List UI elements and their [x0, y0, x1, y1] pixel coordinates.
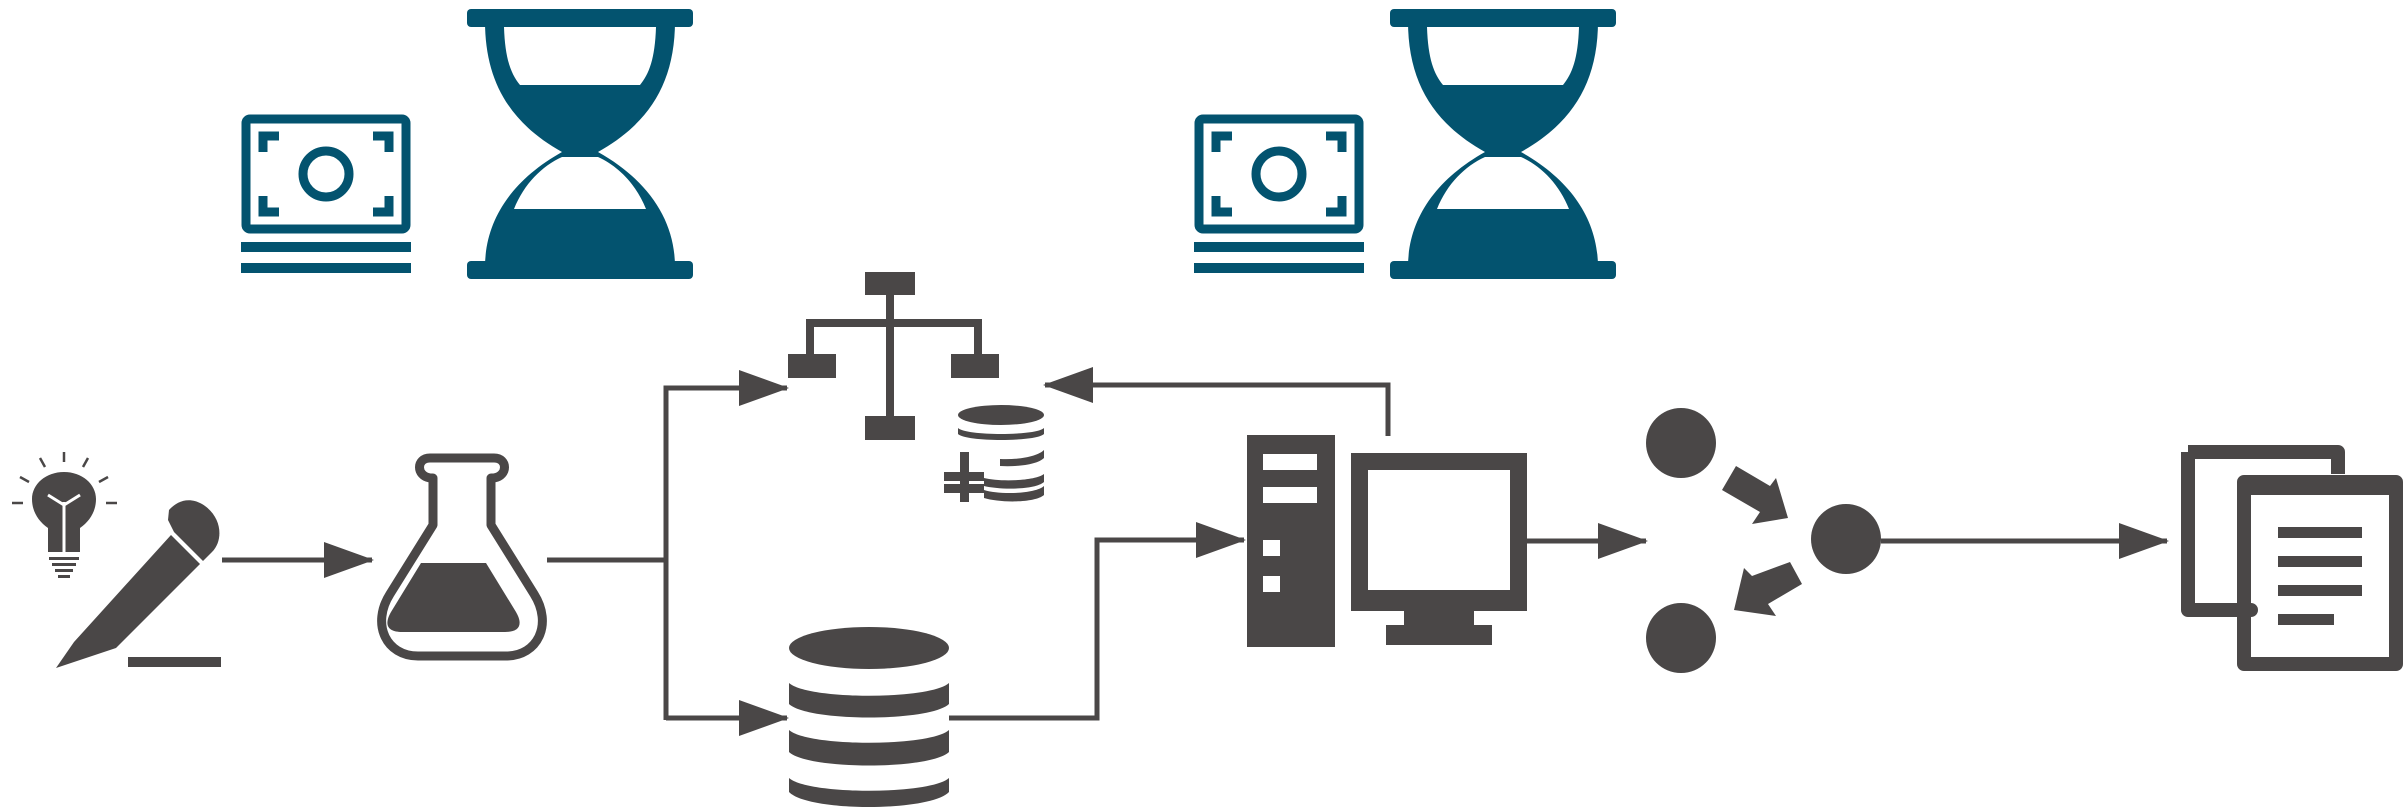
documents-icon: [2181, 445, 2403, 671]
money-bill-icon: [1194, 119, 1364, 273]
distribution-nodes-icon: [1646, 408, 1881, 673]
computer-workstation-icon: [1247, 435, 1527, 647]
connectors: [222, 367, 2169, 736]
arrow-to-structured-data: [663, 370, 789, 720]
hourglass-icon: [1390, 9, 1616, 279]
arrow-database-to-computer: [949, 522, 1246, 721]
database-icon: [789, 627, 949, 807]
hourglass-icon: [467, 9, 693, 279]
idea-pen-icon: [12, 452, 221, 668]
flask-icon: [377, 453, 547, 661]
arrow-computer-to-structured-data: [1043, 367, 1391, 436]
hierarchy-database-icon: [788, 272, 1044, 502]
money-bill-icon: [241, 119, 411, 273]
